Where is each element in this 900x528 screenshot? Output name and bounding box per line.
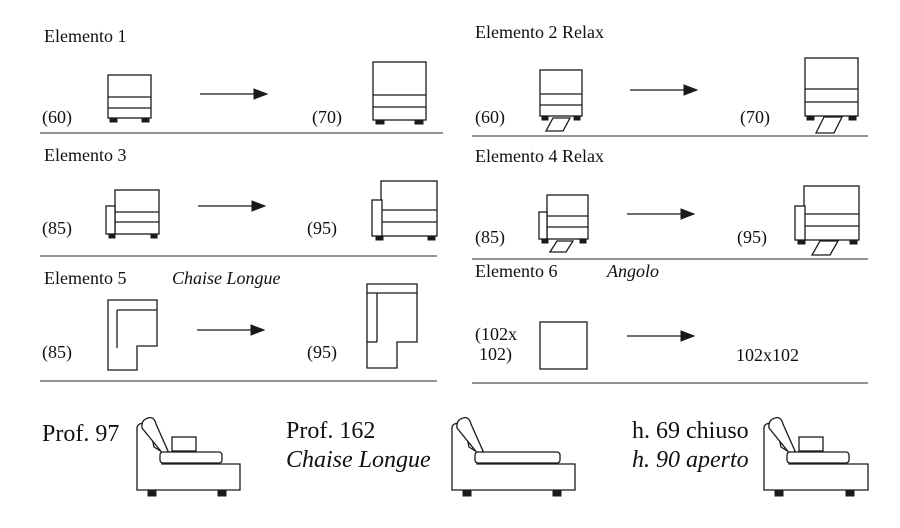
- element-5-subtitle: Chaise Longue: [172, 268, 281, 288]
- element-6-subtitle: Angolo: [606, 261, 659, 281]
- arrow-right-icon: [198, 200, 267, 212]
- element-4-from-label: (85): [475, 227, 505, 248]
- profile-2-sublabel: Chaise Longue: [286, 447, 431, 473]
- element-3-title: Elemento 3: [44, 145, 126, 165]
- element-5-from-label: (85): [42, 342, 72, 363]
- arrow-right-icon: [627, 208, 696, 220]
- element-5-to-label: (95): [307, 342, 337, 363]
- sofa-side-profile-icon: [136, 416, 241, 497]
- element-1-title: Elemento 1: [44, 26, 126, 46]
- arrow-right-icon: [627, 330, 696, 342]
- element-2-to-label: (70): [740, 107, 770, 128]
- arrow-right-icon: [197, 324, 266, 336]
- element-4-to-label: (95): [737, 227, 767, 248]
- seat-module-icon: [107, 74, 152, 123]
- sofa-side-profile-icon: [763, 416, 869, 497]
- arrow-right-icon: [630, 84, 699, 96]
- profile-2-label: Prof. 162: [286, 418, 375, 444]
- profile-1-label: Prof. 97: [42, 421, 119, 447]
- recliner-module-icon: [538, 194, 589, 253]
- element-3-to-label: (95): [307, 218, 337, 239]
- element-1-to-label: (70): [312, 107, 342, 128]
- recliner-module-icon: [794, 185, 860, 256]
- element-2-title: Elemento 2 Relax: [475, 22, 604, 42]
- recliner-module-icon: [804, 57, 859, 134]
- element-6-from-label-line1: (102x: [475, 324, 517, 345]
- profile-3-label: h. 69 chiuso: [632, 418, 749, 444]
- armrest-module-icon: [105, 189, 160, 239]
- corner-module-icon: [539, 321, 588, 370]
- chaise-longue-module-icon: [366, 283, 418, 369]
- recliner-module-icon: [539, 69, 583, 132]
- element-1-from-label: (60): [42, 107, 72, 128]
- armrest-module-icon: [371, 180, 438, 241]
- element-6-title: Elemento 6: [475, 261, 557, 281]
- element-5-title: Elemento 5: [44, 268, 126, 288]
- element-6-to-label: 102x102: [736, 345, 799, 365]
- element-2-from-label: (60): [475, 107, 505, 128]
- seat-module-icon: [372, 61, 427, 125]
- element-6-from-label-line2: 102): [479, 344, 512, 365]
- arrow-right-icon: [200, 88, 269, 100]
- element-4-title: Elemento 4 Relax: [475, 146, 604, 166]
- sofa-side-profile-icon: [451, 416, 576, 497]
- profile-3-sublabel: h. 90 aperto: [632, 447, 749, 473]
- chaise-longue-module-icon: [107, 299, 158, 371]
- element-3-from-label: (85): [42, 218, 72, 239]
